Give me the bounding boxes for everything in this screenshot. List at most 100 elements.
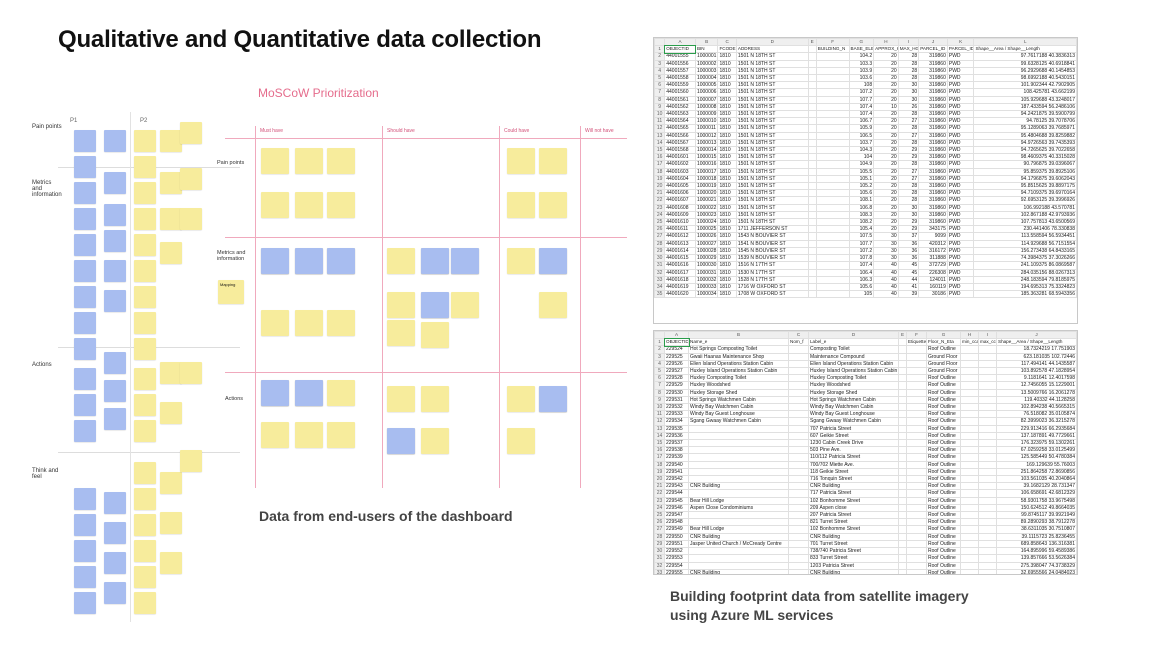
table-cell[interactable] [906,352,927,361]
table-cell[interactable]: Roof Outline [926,446,961,455]
table-cell[interactable] [978,345,997,354]
table-cell[interactable] [978,525,997,534]
table-cell[interactable]: Roof Outline [926,381,961,390]
row-number[interactable]: 1 [654,45,666,54]
table-cell[interactable]: E [898,331,907,340]
table-cell[interactable] [898,547,907,556]
table-cell[interactable]: Aspen Close Condominiums [688,503,789,513]
table-cell[interactable]: 94.2421875 39.5900799 [973,110,1077,119]
table-cell[interactable]: 89.2890293 38.7912278 [996,518,1077,527]
table-cell[interactable] [960,489,979,498]
table-cell[interactable]: 103.3 [848,59,875,68]
table-cell[interactable] [815,110,850,119]
table-cell[interactable] [978,381,997,390]
table-cell[interactable] [807,203,817,212]
table-cell[interactable] [978,410,997,419]
table-cell[interactable] [788,374,809,383]
table-cell[interactable]: 1810 [717,275,737,284]
table-cell[interactable]: 94.1796875 39.6062043 [973,174,1077,184]
table-cell[interactable]: PWD [946,232,975,241]
table-cell[interactable]: 20 [873,81,899,90]
table-cell[interactable] [815,74,850,83]
table-cell[interactable]: 20 [873,117,899,126]
table-cell[interactable]: 319860 [918,146,948,155]
table-cell[interactable]: 1545 N BOUVIER ST [735,246,809,256]
table-cell[interactable]: 1501 N 18TH ST [735,124,809,133]
table-cell[interactable]: 41 [897,282,920,292]
table-cell[interactable]: 105.929688 43.3248017 [973,95,1077,104]
row-number[interactable]: 12 [654,417,665,426]
table-cell[interactable]: Roof Outline [926,482,961,491]
table-cell[interactable]: 44001619 [664,282,696,292]
table-cell[interactable]: 94.9726563 39.7435393 [973,138,1077,148]
table-cell[interactable]: Roof Outline [926,467,961,477]
table-cell[interactable] [978,460,997,469]
table-cell[interactable]: 108.2 [848,218,875,227]
table-cell[interactable]: 40 [873,275,899,284]
table-cell[interactable]: 229544 [664,489,689,498]
row-number[interactable]: 9 [654,102,666,112]
table-cell[interactable]: 1000009 [694,110,719,119]
table-cell[interactable]: 164.895996 59.4589386 [996,547,1077,556]
table-cell[interactable]: Roof Outline [926,388,961,397]
table-cell[interactable]: PWD [946,246,975,256]
table-cell[interactable]: Shape__Area / Shape__Length [973,45,1077,54]
table-cell[interactable]: 1810 [717,268,737,277]
table-cell[interactable]: 1000001 [694,52,719,61]
table-cell[interactable]: 20 [873,189,899,198]
table-cell[interactable] [978,532,997,541]
table-cell[interactable]: 107.4 [848,102,875,112]
table-cell[interactable] [688,518,789,527]
table-cell[interactable] [906,374,927,383]
table-cell[interactable]: Roof Outline [926,539,961,549]
table-cell[interactable]: 319860 [918,138,948,148]
table-cell[interactable]: Windy Bay Guest Longhouse [808,410,899,419]
row-number[interactable]: 16 [654,153,666,162]
table-cell[interactable]: 103.9 [848,66,875,76]
row-number[interactable]: 7 [654,381,665,390]
table-cell[interactable]: 103.6 [848,74,875,83]
table-cell[interactable]: 32.6955566 24.0484023 [996,568,1077,574]
table-cell[interactable]: FCODE [717,45,737,54]
table-cell[interactable]: PWD [946,254,975,263]
row-number[interactable]: 12 [654,124,666,133]
table-cell[interactable] [906,511,927,520]
table-cell[interactable] [960,424,979,433]
table-cell[interactable] [906,359,927,369]
table-cell[interactable]: 44001564 [664,117,696,126]
table-cell[interactable]: 229.913416 66.2935684 [996,424,1077,433]
table-cell[interactable]: 30 [897,95,920,104]
table-cell[interactable]: PWD [946,102,975,112]
table-cell[interactable]: Roof Outline [926,439,961,448]
table-cell[interactable] [807,182,817,191]
table-cell[interactable]: 44001567 [664,138,696,148]
table-cell[interactable] [906,539,927,549]
row-number[interactable]: 3 [654,59,666,68]
row-number[interactable] [654,38,666,47]
table-cell[interactable] [906,446,927,455]
table-cell[interactable] [960,532,979,541]
table-cell[interactable]: PWD [946,131,975,140]
table-cell[interactable]: D [808,331,899,340]
table-cell[interactable] [788,446,809,455]
table-cell[interactable]: 1000020 [694,189,719,198]
table-cell[interactable]: 319860 [918,203,948,212]
table-cell[interactable]: 44001603 [664,167,696,176]
table-cell[interactable]: 20 [873,218,899,227]
table-cell[interactable]: 44001555 [664,52,696,61]
table-cell[interactable]: 44001557 [664,66,696,76]
table-cell[interactable] [788,431,809,441]
table-cell[interactable]: PWD [946,189,975,198]
table-cell[interactable]: 503 Pine Ave. [808,446,899,455]
table-cell[interactable]: 229540 [664,460,689,469]
table-cell[interactable]: 1810 [717,88,737,97]
table-cell[interactable]: Huxley Storage Shed [688,388,789,397]
table-cell[interactable]: PWD [946,153,975,162]
table-cell[interactable]: 102.894238 40.5665315 [996,403,1077,412]
table-cell[interactable]: 103.7 [848,138,875,148]
row-number[interactable]: 29 [654,539,665,549]
table-cell[interactable]: Sgang Gwaay Watchmen Cabin [808,417,899,426]
table-cell[interactable]: Roof Outline [926,431,961,441]
row-number[interactable]: 10 [654,110,666,119]
table-cell[interactable] [906,439,927,448]
